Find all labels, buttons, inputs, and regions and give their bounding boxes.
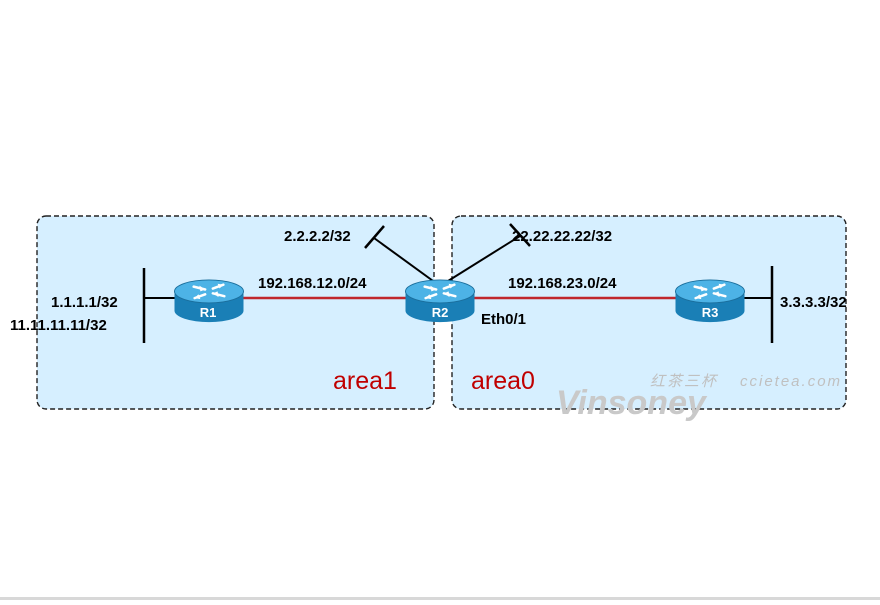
r2-loopback1-bar	[364, 225, 385, 249]
watermark-site-cn: 红茶三杯	[650, 373, 719, 390]
router-r1-label: R1	[200, 305, 217, 320]
link-r2-r3-subnet: 192.168.23.0/24	[508, 275, 617, 292]
link-r1-r2-subnet: 192.168.12.0/24	[258, 275, 367, 292]
r3-loopback-label: 3.3.3.3/32	[780, 294, 847, 311]
router-r2[interactable]: R2	[404, 278, 476, 324]
router-r2-label: R2	[432, 305, 449, 320]
r2-interface-label: Eth0/1	[481, 311, 526, 328]
r1-loopback-label-2: 11.11.11.11/32	[10, 317, 107, 334]
r2-loopback-label-2: 22.22.22.22/32	[512, 228, 612, 245]
area0-label: area0	[471, 367, 535, 395]
bottom-divider	[0, 597, 880, 600]
watermark-name: Vinsoney	[556, 384, 708, 422]
router-r3-label: R3	[702, 305, 719, 320]
r2-loopback-label-1: 2.2.2.2/32	[284, 228, 351, 245]
watermark-site: ccietea.com	[740, 373, 842, 390]
area1-label: area1	[333, 367, 397, 395]
r2-loopback1-link	[373, 237, 441, 287]
router-r1[interactable]: R1	[173, 278, 245, 324]
r1-loopback-label-1: 1.1.1.1/32	[51, 294, 118, 311]
r2-loopback2-bar	[509, 223, 531, 247]
r2-loopback2-link	[439, 235, 521, 287]
router-r3[interactable]: R3	[674, 278, 746, 324]
